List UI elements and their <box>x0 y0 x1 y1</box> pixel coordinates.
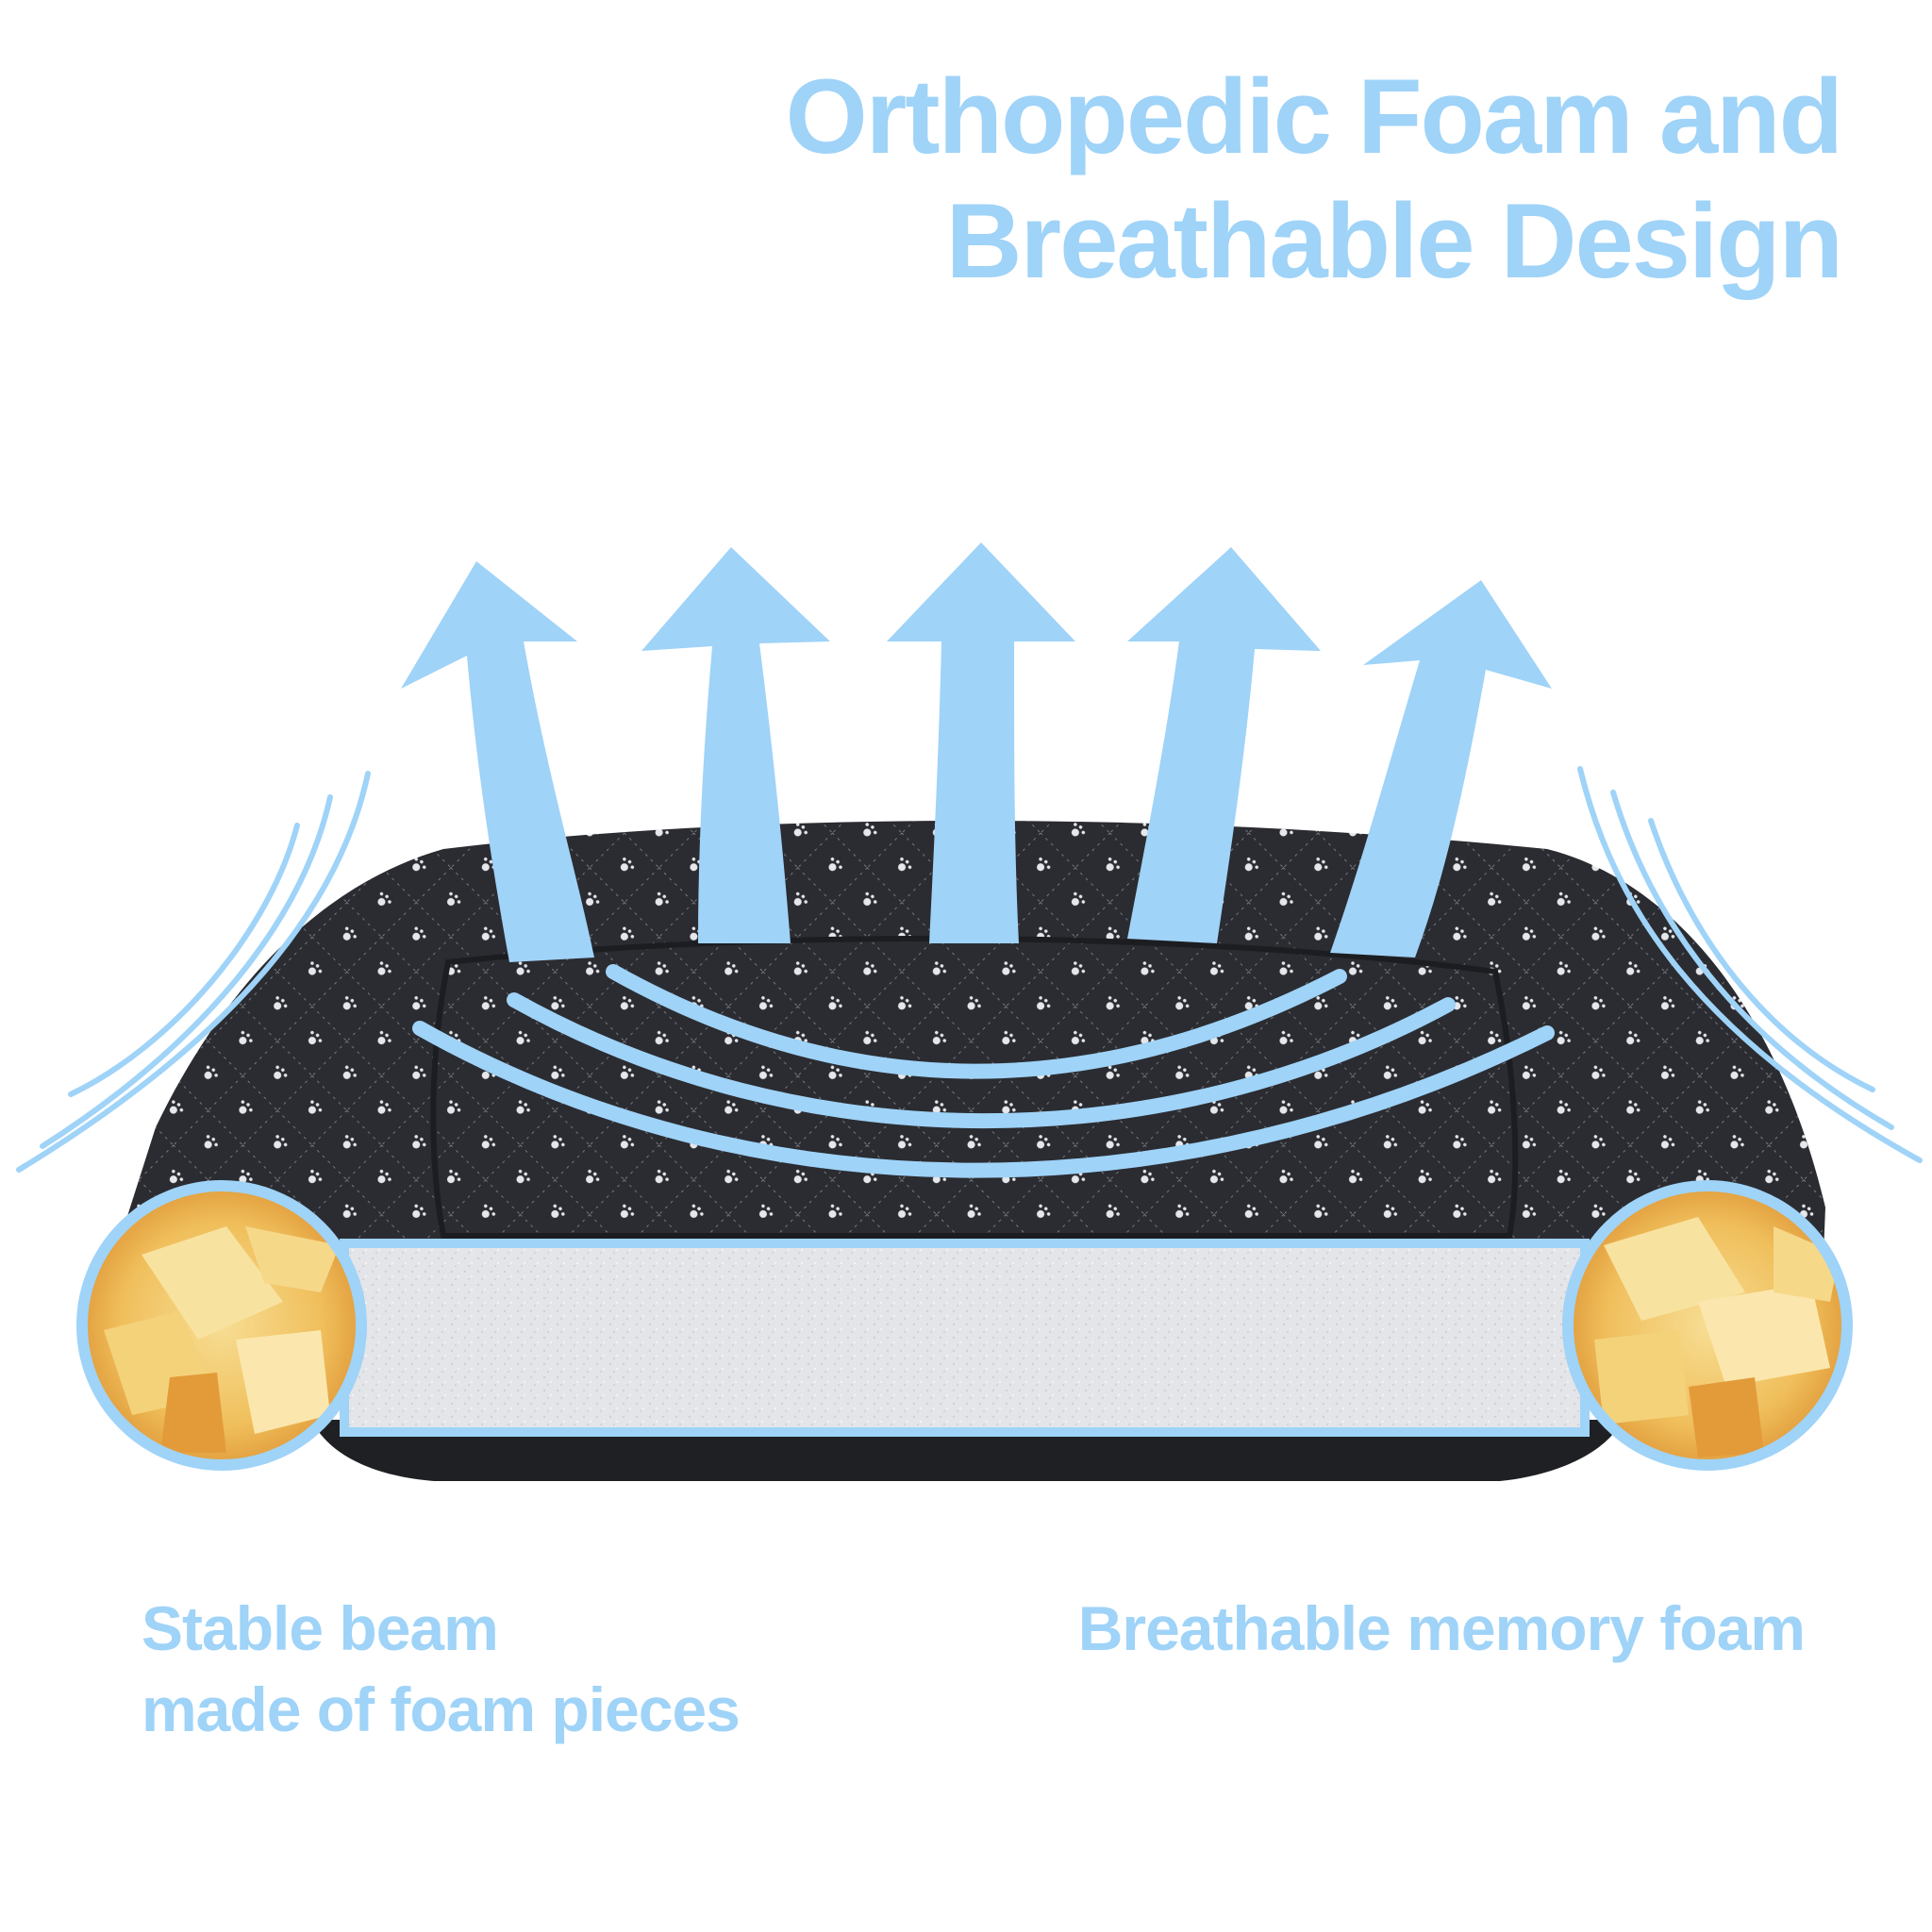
side-airflow-lines-icon <box>16 766 1923 1173</box>
caption-left-line-2: made of foam pieces <box>142 1674 741 1744</box>
headline: Orthopedic Foam and Breathable Design <box>785 55 1843 304</box>
memory-foam-core <box>340 1239 1590 1437</box>
caption-right-line-1: Breathable memory foam <box>1077 1593 1806 1663</box>
caption-left-line-1: Stable beam <box>142 1593 499 1663</box>
airflow-arrow-icon <box>401 542 1552 962</box>
headline-line-1: Orthopedic Foam and <box>785 58 1843 175</box>
airflow-arc-icon <box>412 964 1555 1178</box>
foam-detail-circle-icon <box>76 1180 367 1471</box>
caption-memory-foam: Breathable memory foam <box>1077 1588 1806 1669</box>
caption-stable-beam: Stable beam made of foam pieces <box>142 1588 741 1750</box>
headline-line-2: Breathable Design <box>945 182 1843 300</box>
foam-detail-circle-icon <box>1562 1180 1853 1471</box>
